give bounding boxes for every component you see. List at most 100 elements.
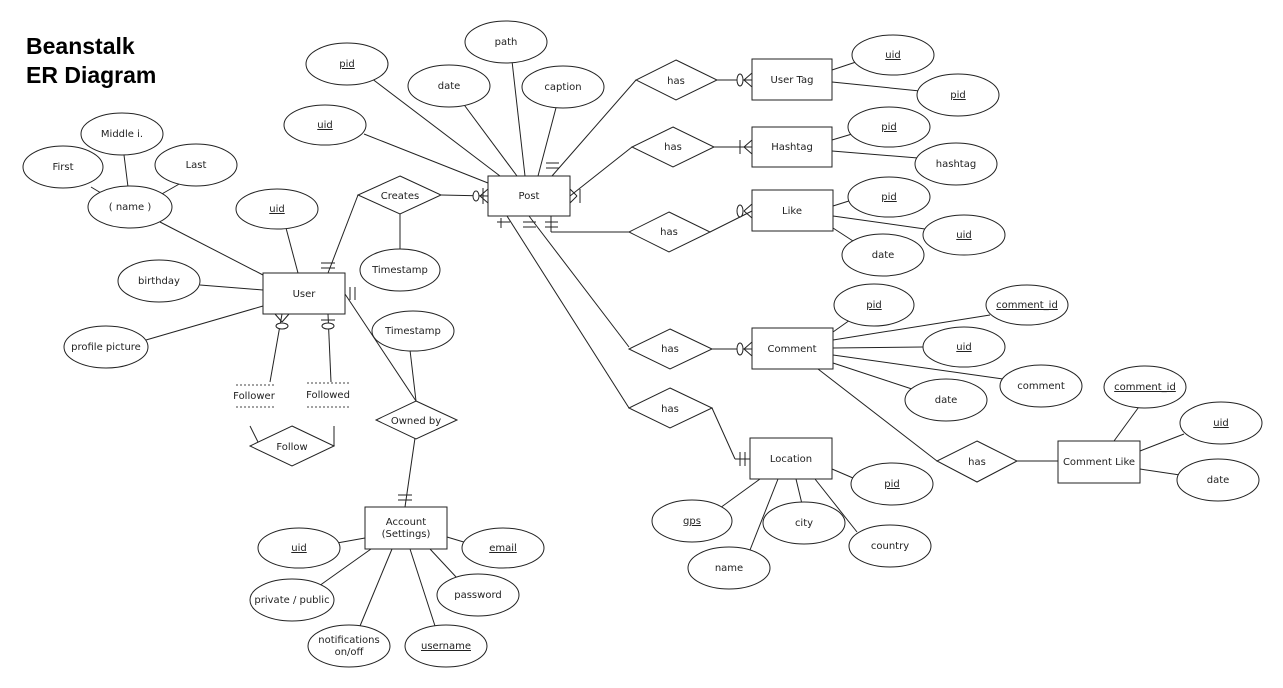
attribute-account-email-label: email — [489, 543, 517, 554]
attribute-profile-picture-label: profile picture — [71, 342, 141, 353]
attribute-location-name[interactable]: name — [687, 546, 771, 590]
attribute-location-pid[interactable]: pid — [850, 462, 934, 506]
attribute-comment-comment-id-label: comment_id — [996, 300, 1058, 311]
relationship-creates[interactable]: Creates — [356, 175, 443, 215]
attribute-account-username[interactable]: username — [404, 624, 488, 668]
attribute-location-gps[interactable]: gps — [651, 499, 733, 543]
attribute-hashtag-pid[interactable]: pid — [847, 106, 931, 148]
attribute-name-label: ( name ) — [109, 202, 152, 213]
attribute-account-private-public[interactable]: private / public — [249, 578, 335, 622]
attribute-comment-comment-label: comment — [1017, 381, 1065, 392]
attribute-birthday-label: birthday — [138, 276, 180, 287]
entity-comment-like-label: Comment Like — [1063, 457, 1135, 468]
attribute-comment-uid[interactable]: uid — [922, 326, 1006, 368]
attribute-last-label: Last — [186, 160, 207, 171]
entity-user[interactable]: User — [262, 272, 346, 315]
attribute-account-password-label: password — [454, 590, 501, 601]
attribute-comment-like-date[interactable]: date — [1176, 458, 1260, 502]
entity-hashtag-label: Hashtag — [771, 142, 813, 153]
attribute-post-uid[interactable]: uid — [283, 104, 367, 146]
attribute-post-date[interactable]: date — [407, 64, 491, 108]
attribute-post-uid-label: uid — [317, 120, 332, 131]
attribute-like-uid[interactable]: uid — [922, 214, 1006, 256]
attribute-user-tag-uid[interactable]: uid — [851, 34, 935, 76]
role-followed-label: Followed — [306, 390, 350, 401]
attribute-comment-like-uid[interactable]: uid — [1179, 401, 1263, 445]
attribute-post-path[interactable]: path — [464, 20, 548, 64]
relationship-has-hashtag-label: has — [664, 142, 682, 153]
entity-account[interactable]: Account (Settings) — [364, 506, 448, 550]
attribute-account-notifications-sublabel: on/off — [335, 647, 365, 658]
entity-comment-like[interactable]: Comment Like — [1057, 440, 1141, 484]
attribute-comment-date[interactable]: date — [904, 378, 988, 422]
attribute-user-uid[interactable]: uid — [235, 188, 319, 230]
entity-location[interactable]: Location — [749, 437, 833, 480]
role-follower-label: Follower — [233, 391, 276, 402]
attribute-hashtag-pid-label: pid — [881, 122, 896, 133]
attribute-account-notifications[interactable]: notifications on/off — [307, 624, 391, 668]
attribute-comment-like-comment-id[interactable]: comment_id — [1103, 365, 1187, 409]
attribute-like-pid[interactable]: pid — [847, 176, 931, 218]
attribute-comment-like-date-label: date — [1207, 475, 1230, 486]
relationship-owned-by-label: Owned by — [391, 416, 441, 427]
attribute-account-uid-label: uid — [291, 543, 306, 554]
entity-user-label: User — [293, 289, 317, 300]
attribute-post-pid[interactable]: pid — [305, 42, 389, 86]
attribute-post-date-label: date — [438, 81, 461, 92]
title-line-1: Beanstalk — [26, 33, 135, 59]
attribute-account-private-public-label: private / public — [254, 595, 329, 606]
attribute-comment-uid-label: uid — [956, 342, 971, 353]
relationship-has-comment-like[interactable]: has — [935, 440, 1019, 483]
attribute-comment-comment-id[interactable]: comment_id — [985, 284, 1069, 326]
attribute-account-email[interactable]: email — [461, 527, 545, 569]
diagram-title: Beanstalk ER Diagram — [26, 32, 156, 90]
entity-like[interactable]: Like — [751, 189, 834, 232]
attribute-comment-comment[interactable]: comment — [999, 364, 1083, 408]
attribute-profile-picture[interactable]: profile picture — [63, 325, 149, 369]
attribute-account-password[interactable]: password — [436, 573, 520, 617]
attribute-comment-pid-label: pid — [866, 300, 881, 311]
attribute-middle-initial[interactable]: Middle i. — [80, 112, 164, 156]
attribute-location-city[interactable]: city — [762, 501, 846, 545]
attribute-like-date[interactable]: date — [841, 233, 925, 277]
connector-lines — [90, 60, 1185, 630]
entity-hashtag[interactable]: Hashtag — [751, 126, 833, 168]
attribute-user-uid-label: uid — [269, 204, 284, 215]
relationship-follow[interactable]: Follow — [248, 425, 336, 467]
attribute-account-uid[interactable]: uid — [257, 527, 341, 569]
attribute-owned-by-timestamp[interactable]: Timestamp — [371, 310, 455, 352]
attribute-comment-pid[interactable]: pid — [833, 283, 915, 327]
attribute-post-caption[interactable]: caption — [521, 65, 605, 109]
relationship-has-comment[interactable]: has — [627, 328, 714, 370]
attribute-owned-by-timestamp-label: Timestamp — [384, 326, 441, 337]
title-line-2: ER Diagram — [26, 62, 157, 88]
attribute-account-username-label: username — [421, 641, 471, 652]
attribute-name[interactable]: ( name ) — [87, 185, 173, 229]
attribute-first-label: First — [52, 162, 73, 173]
relationship-has-comment-label: has — [661, 344, 679, 355]
attribute-post-caption-label: caption — [544, 82, 581, 93]
attribute-comment-like-comment-id-label: comment_id — [1114, 382, 1176, 393]
attribute-comment-like-uid-label: uid — [1213, 418, 1228, 429]
attribute-creates-timestamp[interactable]: Timestamp — [359, 248, 441, 292]
relationship-owned-by[interactable]: Owned by — [374, 400, 459, 440]
attribute-location-city-label: city — [795, 518, 813, 529]
relationship-has-hashtag[interactable]: has — [630, 126, 716, 168]
entity-user-tag[interactable]: User Tag — [751, 58, 833, 101]
entity-post[interactable]: Post — [487, 175, 571, 217]
attribute-location-country[interactable]: country — [848, 524, 932, 568]
relationship-follow-label: Follow — [276, 442, 307, 453]
attribute-birthday[interactable]: birthday — [117, 259, 201, 303]
attribute-first[interactable]: First — [22, 145, 104, 189]
relationship-has-like[interactable]: has — [627, 211, 712, 253]
attribute-hashtag-hashtag[interactable]: hashtag — [914, 142, 998, 186]
entity-comment[interactable]: Comment — [751, 327, 834, 370]
attribute-user-tag-pid[interactable]: pid — [916, 73, 1000, 117]
relationship-has-user-tag[interactable]: has — [634, 59, 719, 101]
attribute-location-name-label: name — [715, 563, 743, 574]
relationship-has-location[interactable]: has — [627, 387, 714, 429]
relationship-has-like-label: has — [660, 227, 678, 238]
attribute-last[interactable]: Last — [154, 143, 238, 187]
attribute-location-country-label: country — [871, 541, 909, 552]
